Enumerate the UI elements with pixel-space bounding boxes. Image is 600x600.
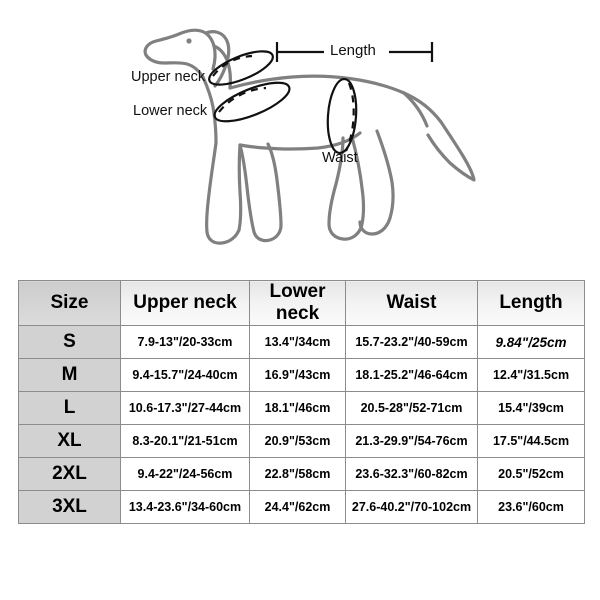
dog-body-outline <box>143 28 476 245</box>
cell-length: 12.4"/31.5cm <box>477 358 585 392</box>
column-header-length: Length <box>477 280 585 326</box>
cell-lower-neck: 24.4"/62cm <box>249 490 346 524</box>
waist-ellipse <box>326 77 358 155</box>
label-length: Length <box>330 42 376 59</box>
dog-measurement-diagram: Upper neck Lower neck Waist Length <box>0 0 600 268</box>
lower-neck-ellipse <box>213 81 291 123</box>
cell-lower-neck: 13.4"/34cm <box>249 325 346 359</box>
cell-length: 9.84"/25cm <box>477 325 585 359</box>
cell-upper-neck: 10.6-17.3"/27-44cm <box>120 391 250 425</box>
label-lower-neck: Lower neck <box>133 103 208 119</box>
cell-waist: 20.5-28"/52-71cm <box>345 391 478 425</box>
table-header-row: Size Upper neck Lower neck Waist Length <box>18 280 585 326</box>
cell-size: 2XL <box>18 457 121 491</box>
label-upper-neck: Upper neck <box>131 69 206 85</box>
cell-waist: 18.1-25.2"/46-64cm <box>345 358 478 392</box>
cell-waist: 15.7-23.2"/40-59cm <box>345 325 478 359</box>
cell-length: 23.6"/60cm <box>477 490 585 524</box>
cell-upper-neck: 13.4-23.6"/34-60cm <box>120 490 250 524</box>
cell-size: M <box>18 358 121 392</box>
cell-upper-neck: 7.9-13"/20-33cm <box>120 325 250 359</box>
cell-length: 20.5"/52cm <box>477 457 585 491</box>
cell-upper-neck: 9.4-22"/24-56cm <box>120 457 250 491</box>
upper-neck-ellipse <box>208 50 274 86</box>
cell-size: S <box>18 325 121 359</box>
cell-waist: 27.6-40.2"/70-102cm <box>345 490 478 524</box>
label-waist: Waist <box>322 150 358 166</box>
cell-length: 17.5"/44.5cm <box>477 424 585 458</box>
cell-size: L <box>18 391 121 425</box>
cell-lower-neck: 16.9"/43cm <box>249 358 346 392</box>
cell-upper-neck: 8.3-20.1"/21-51cm <box>120 424 250 458</box>
column-header-waist: Waist <box>345 280 478 326</box>
cell-lower-neck: 20.9"/53cm <box>249 424 346 458</box>
dog-outline-svg <box>143 28 476 245</box>
column-header-lower-neck: Lower neck <box>249 280 346 326</box>
dog-eye-icon <box>186 38 192 44</box>
column-header-size: Size <box>18 280 121 326</box>
cell-waist: 23.6-32.3"/60-82cm <box>345 457 478 491</box>
cell-size: 3XL <box>18 490 121 524</box>
cell-lower-neck: 22.8"/58cm <box>249 457 346 491</box>
cell-length: 15.4"/39cm <box>477 391 585 425</box>
cell-lower-neck: 18.1"/46cm <box>249 391 346 425</box>
cell-waist: 21.3-29.9"/54-76cm <box>345 424 478 458</box>
cell-upper-neck: 9.4-15.7"/24-40cm <box>120 358 250 392</box>
cell-size: XL <box>18 424 121 458</box>
length-dimension-line <box>275 42 434 62</box>
column-header-upper-neck: Upper neck <box>120 280 250 326</box>
size-chart-table: Size Upper neck Lower neck Waist Length … <box>18 280 585 524</box>
